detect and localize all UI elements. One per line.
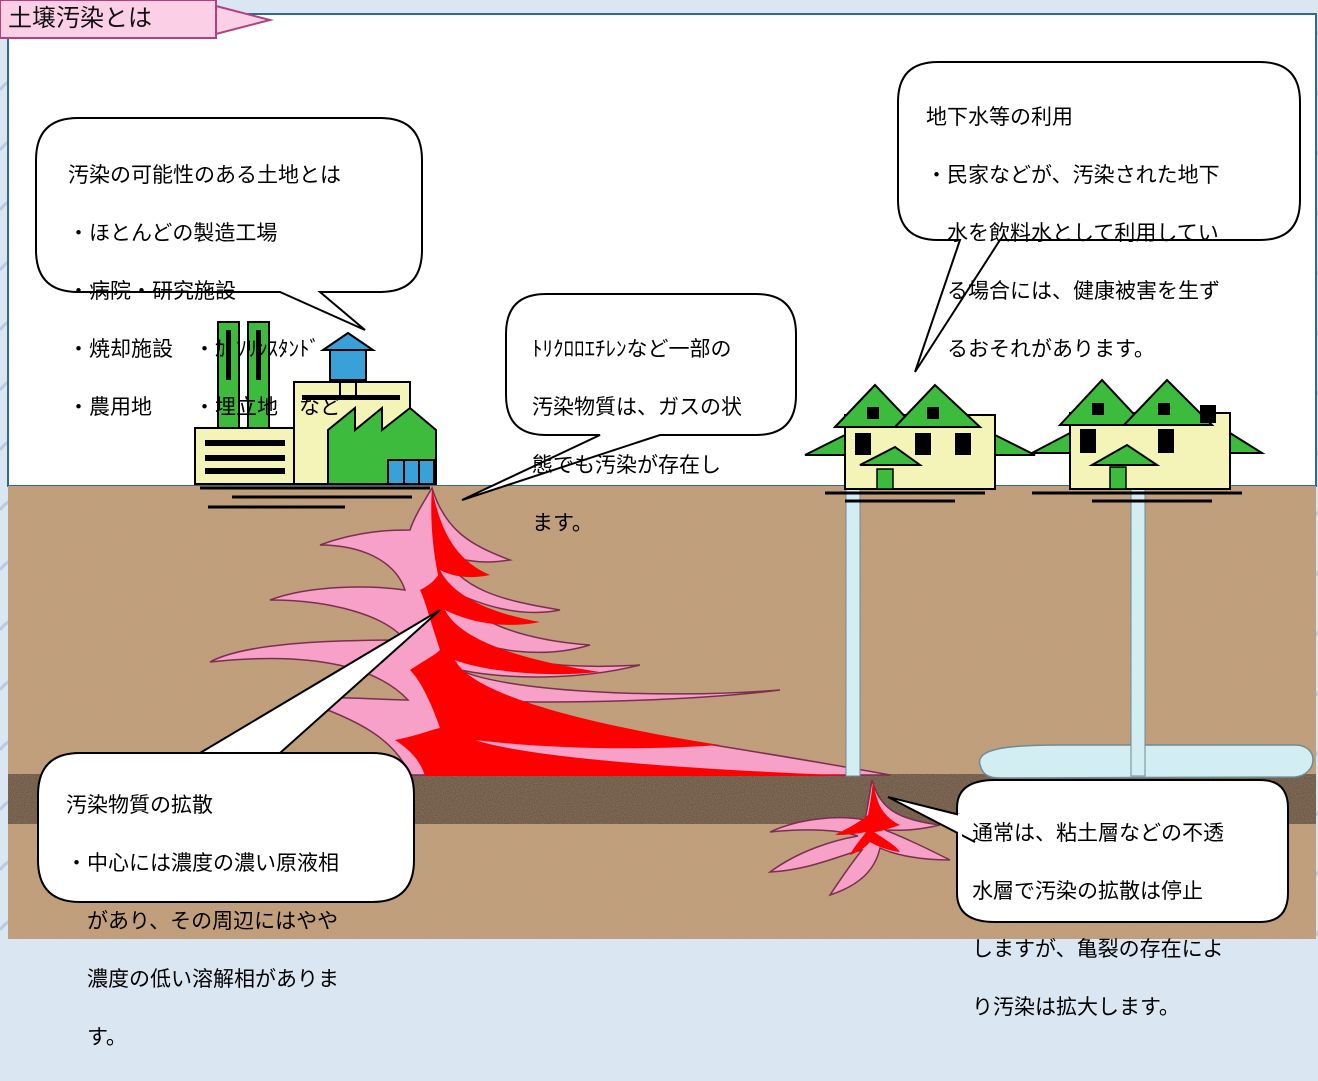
well-pipe-left xyxy=(845,487,861,777)
callout-line: ﾄﾘｸﾛﾛｴﾁﾚﾝなど一部の xyxy=(532,337,732,361)
callout-line: 水層で汚染の拡散は停止 xyxy=(972,879,1203,903)
groundwater-pool xyxy=(978,744,1314,779)
title-tab-shape xyxy=(0,0,217,39)
callout-line: す。 xyxy=(66,1025,127,1049)
callout-impermeable-layer: 通常は、粘土層などの不透 水層で汚染の拡散は停止 しますが、亀裂の存在によ り汚… xyxy=(972,790,1224,1051)
callout-contaminated-sites-bubble xyxy=(35,117,423,331)
callout-line: る場合には、健康被害を生ず xyxy=(926,279,1220,303)
callout-line: 濃度の低い溶解相がありま xyxy=(66,967,339,991)
lower-plume-core xyxy=(835,780,900,855)
callout-heading: 汚染物質の拡散 xyxy=(66,793,213,817)
callout-line: 汚染物質は、ガスの状 xyxy=(532,395,742,419)
callout-impermeable-bubble xyxy=(956,779,1289,923)
callout-line: ・ほとんどの製造工場 xyxy=(68,221,278,245)
callout-line: ・中心には濃度の濃い原液相 xyxy=(66,851,339,875)
callout-diffusion: 汚染物質の拡散 ・中心には濃度の濃い原液相 があり、その周辺にはやや 濃度の低い… xyxy=(66,762,339,1081)
callout-gas-state: ﾄﾘｸﾛﾛｴﾁﾚﾝなど一部の 汚染物質は、ガスの状 態でも汚染が存在し ます。 xyxy=(532,306,742,567)
callout-heading: 汚染の可能性のある土地とは xyxy=(68,163,341,187)
callout-gas-state-bubble xyxy=(461,293,797,501)
callout-line: ます。 xyxy=(532,511,593,535)
callout-impermeable-pointer xyxy=(887,796,976,843)
callout-line: ・病院・研究施設 xyxy=(68,279,236,303)
contamination-core xyxy=(395,488,860,776)
factory-illustration xyxy=(194,321,437,509)
callout-line: り汚染は拡大します。 xyxy=(972,995,1180,1019)
callout-line: ・民家などが、汚染された地下 xyxy=(926,163,1220,187)
callout-diffusion-bubble xyxy=(37,609,441,903)
callout-line: 通常は、粘土層などの不透 xyxy=(972,821,1224,845)
callout-contaminated-sites: 汚染の可能性のある土地とは ・ほとんどの製造工場 ・病院・研究施設 ・焼却施設 … xyxy=(68,132,341,451)
callout-line: 水を飲料水として利用してい xyxy=(926,221,1219,245)
callout-groundwater-bubble xyxy=(897,61,1301,373)
lower-plume-halo xyxy=(767,779,951,897)
callout-groundwater-use: 地下水等の利用 ・民家などが、汚染された地下 水を飲料水として利用してい る場合… xyxy=(926,74,1220,393)
well-pipe-right xyxy=(1130,487,1146,777)
callout-line: があり、その周辺にはやや xyxy=(66,909,339,933)
title-tab-arrow xyxy=(215,4,274,36)
house-right xyxy=(1031,378,1266,503)
callout-line: ・農用地 ・埋立地 など xyxy=(68,395,341,419)
callout-line: ・焼却施設 ・ｶﾞｿﾘﾝｽﾀﾝﾄﾞ xyxy=(68,337,320,361)
callout-heading: 地下水等の利用 xyxy=(926,105,1073,129)
callout-impermeable-pointer-mask xyxy=(958,814,962,844)
callout-line: 態でも汚染が存在し xyxy=(532,453,721,477)
callout-line: しますが、亀裂の存在によ xyxy=(972,937,1224,961)
soil-contamination-diagram xyxy=(0,0,1318,939)
house-left xyxy=(804,383,1036,503)
page-title: 土壌汚染とは xyxy=(8,4,152,32)
soil-upper-texture xyxy=(8,486,1316,774)
callout-line: るおそれがあります。 xyxy=(926,337,1155,361)
